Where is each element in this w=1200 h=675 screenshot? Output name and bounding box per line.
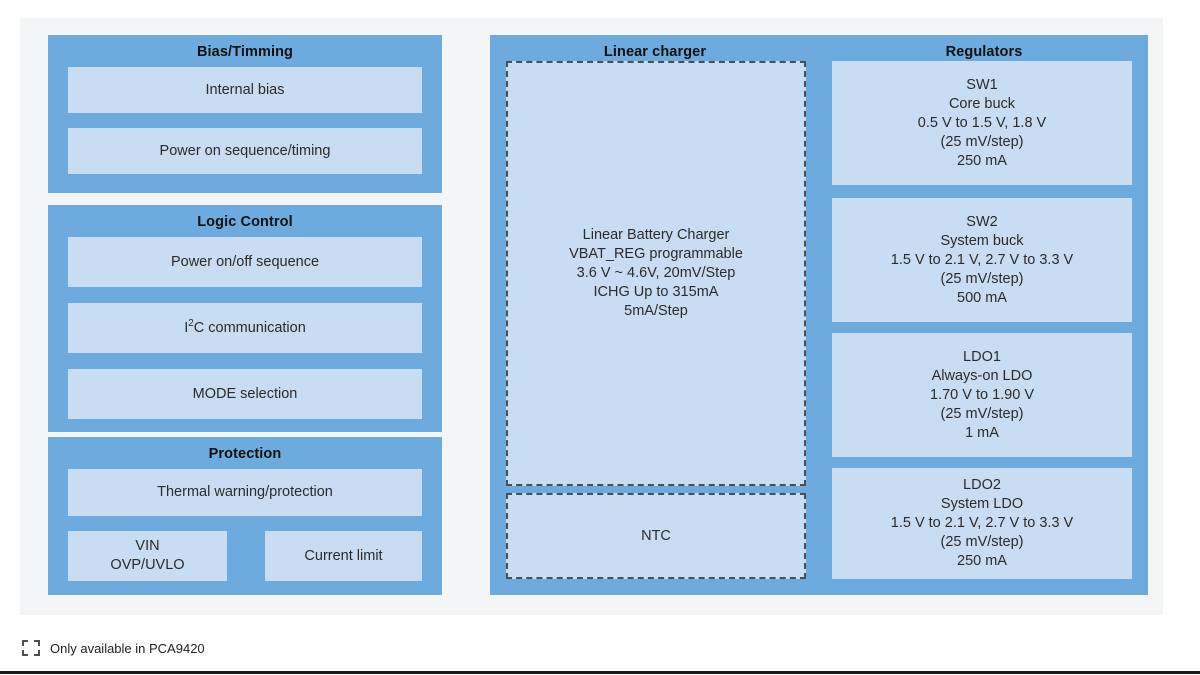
block-ldo2-line-4: 250 mA xyxy=(957,553,1007,569)
block-sw2-line-4: 500 mA xyxy=(957,289,1007,306)
block-sw1: SW1 Core buck 0.5 V to 1.5 V, 1.8 V (25 … xyxy=(832,61,1132,185)
panel-linear-charger-title: Linear charger xyxy=(603,44,707,60)
block-ldo2-line-0: LDO2 xyxy=(963,477,1001,493)
legend-label: Only available in PCA9420 xyxy=(50,640,205,656)
block-power-on-sequence-timing: Power on sequence/timing xyxy=(68,128,422,174)
block-vin-ovp-uvlo-line-0: VIN xyxy=(135,538,160,554)
block-sw2-line-1: System buck xyxy=(940,232,1024,249)
block-sw2: SW2 System buck 1.5 V to 2.1 V, 2.7 V to… xyxy=(832,198,1132,322)
block-ldo1-line-4: 1 mA xyxy=(965,424,999,441)
block-linear-battery-charger-line-0: Linear Battery Charger xyxy=(582,227,730,243)
block-linear-battery-charger-line-3: ICHG Up to 315mA xyxy=(593,284,719,300)
block-ntc-line-0: NTC xyxy=(641,527,671,544)
block-sw1-line-0: SW1 xyxy=(966,76,998,93)
block-ldo2-line-1: System LDO xyxy=(940,496,1024,512)
panel-logic-control: Logic Control Power on/off sequence I2C … xyxy=(48,205,442,432)
panel-charger-regulators: Linear charger Regulators Linear Battery… xyxy=(490,35,1148,595)
block-ldo1-line-0: LDO1 xyxy=(963,348,1001,365)
block-ldo1: LDO1 Always-on LDO 1.70 V to 1.90 V (25 … xyxy=(832,333,1132,457)
panel-logic-control-title: Logic Control xyxy=(197,214,293,230)
block-thermal-warning-protection: Thermal warning/protection xyxy=(68,469,422,516)
block-vin-ovp-uvlo-line-1: OVP/UVLO xyxy=(110,557,185,573)
block-linear-battery-charger: Linear Battery Charger VBAT_REG programm… xyxy=(506,61,806,486)
block-vin-ovp-uvlo: VIN OVP/UVLO xyxy=(68,531,227,581)
block-sw1-line-3: (25 mV/step) xyxy=(940,133,1024,150)
block-ldo2-line-2: 1.5 V to 2.1 V, 2.7 V to 3.3 V xyxy=(890,515,1074,531)
panel-protection: Protection Thermal warning/protection VI… xyxy=(48,437,442,595)
block-ldo2: LDO2 System LDO 1.5 V to 2.1 V, 2.7 V to… xyxy=(832,468,1132,579)
bottom-rule xyxy=(0,671,1200,674)
block-ldo1-line-3: (25 mV/step) xyxy=(940,405,1024,422)
block-i2c-communication: I2C communication xyxy=(68,303,422,353)
block-ldo1-line-1: Always-on LDO xyxy=(931,367,1033,384)
block-sw1-line-4: 250 mA xyxy=(957,152,1007,169)
block-thermal-warning-protection-line-0: Thermal warning/protection xyxy=(157,484,333,500)
block-ntc: NTC xyxy=(506,493,806,579)
block-sw2-line-3: (25 mV/step) xyxy=(940,270,1024,287)
block-sw2-line-2: 1.5 V to 2.1 V, 2.7 V to 3.3 V xyxy=(890,251,1074,268)
block-mode-selection-line-0: MODE selection xyxy=(192,385,298,402)
block-linear-battery-charger-line-4: 5mA/Step xyxy=(624,303,688,319)
block-current-limit-line-0: Current limit xyxy=(304,547,383,564)
block-internal-bias: Internal bias xyxy=(68,67,422,113)
block-mode-selection: MODE selection xyxy=(68,369,422,419)
legend: Only available in PCA9420 xyxy=(22,640,205,656)
block-linear-battery-charger-line-1: VBAT_REG programmable xyxy=(569,246,743,262)
block-sw1-line-2: 0.5 V to 1.5 V, 1.8 V xyxy=(917,114,1047,131)
block-sw1-line-1: Core buck xyxy=(948,95,1016,112)
block-power-on-off-sequence: Power on/off sequence xyxy=(68,237,422,287)
block-internal-bias-line-0: Internal bias xyxy=(205,81,285,98)
panel-titles-row: Linear charger Regulators xyxy=(490,35,1148,68)
dashed-square-icon xyxy=(22,640,40,656)
panel-bias-timing: Bias/Timming Internal bias Power on sequ… xyxy=(48,35,442,193)
block-power-on-sequence-timing-line-0: Power on sequence/timing xyxy=(159,142,331,159)
panel-bias-timing-title: Bias/Timming xyxy=(196,44,293,60)
panel-regulators-title: Regulators xyxy=(945,44,1023,60)
block-linear-battery-charger-line-2: 3.6 V ~ 4.6V, 20mV/Step xyxy=(576,265,736,281)
panel-protection-title: Protection xyxy=(208,446,282,462)
block-sw2-line-0: SW2 xyxy=(966,213,998,230)
block-i2c-communication-line-0: I2C communication xyxy=(184,317,306,336)
block-ldo2-line-3: (25 mV/step) xyxy=(940,534,1024,550)
block-power-on-off-sequence-line-0: Power on/off sequence xyxy=(170,253,320,270)
block-ldo1-line-2: 1.70 V to 1.90 V xyxy=(930,386,1034,403)
block-current-limit: Current limit xyxy=(265,531,422,581)
